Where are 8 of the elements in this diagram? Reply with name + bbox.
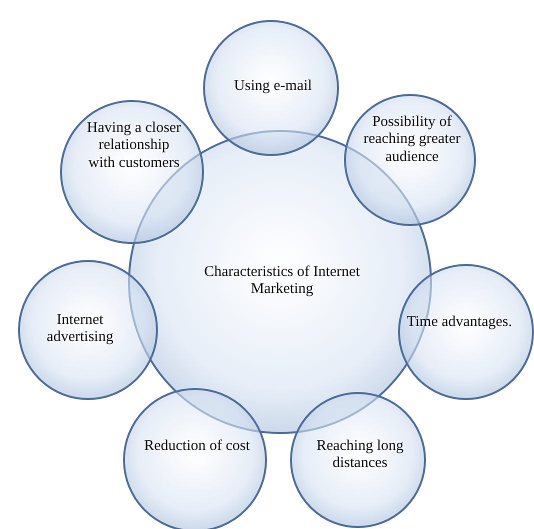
circle-label: Possibility of reaching greater audience <box>362 114 462 166</box>
circle-label: Reaching long distances <box>315 438 405 472</box>
circle-label: Using e-mail <box>233 78 313 96</box>
circle-label: Time advantages. <box>406 314 512 332</box>
circle-label: Internet advertising <box>46 312 114 346</box>
circle-label: Reduction of cost <box>143 438 251 456</box>
circle-label: Having a closer relationship with customers <box>86 120 182 172</box>
center-label: Characteristics of Internet Marketing <box>203 264 361 298</box>
